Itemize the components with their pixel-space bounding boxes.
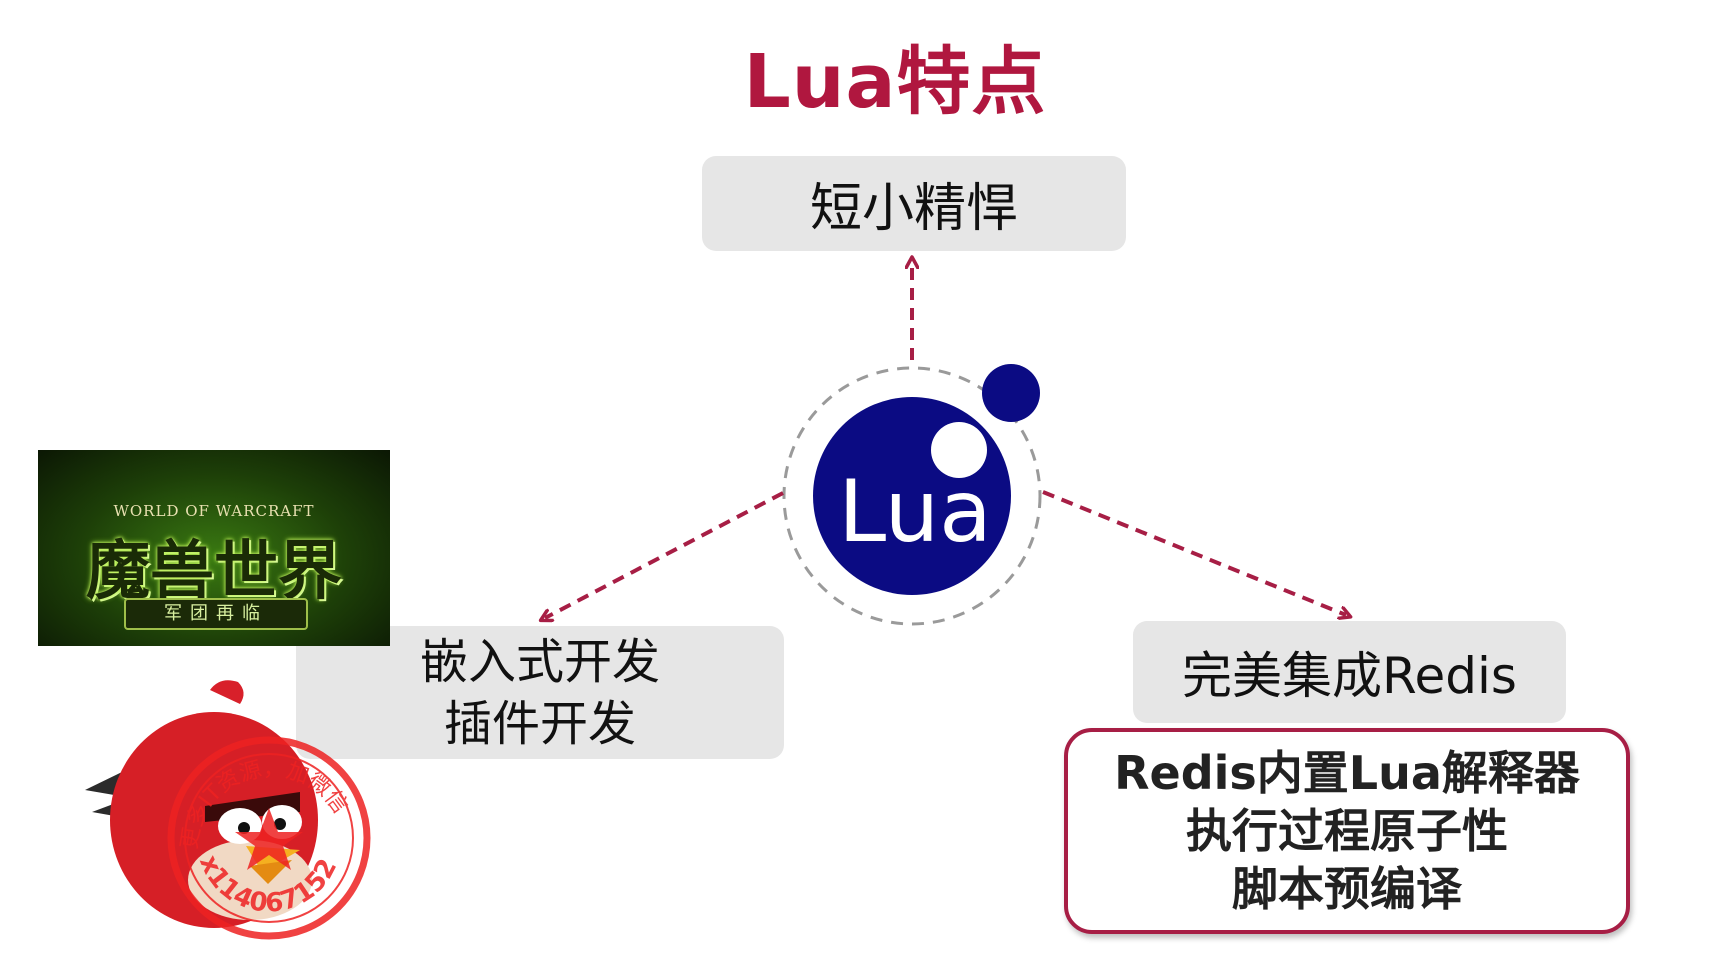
redis-detail-1: Redis内置Lua解释器: [1114, 746, 1580, 800]
redis-detail-3: 脚本预编译: [1232, 862, 1462, 916]
wow-subtitle: 军团再临: [124, 598, 308, 630]
arrow-to-redis: [1042, 490, 1346, 615]
feature-embedded-line-1: 嵌入式开发: [419, 633, 660, 690]
feature-embedded-box: 嵌入式开发 插件开发: [296, 626, 784, 759]
feature-compact-box: 短小精悍: [702, 156, 1126, 251]
stamp-seal: 更多IT资源，加微信 x114067152: [167, 736, 371, 940]
lua-logo-icon: Lua: [813, 364, 1040, 595]
redis-detail-2: 执行过程原子性: [1186, 804, 1508, 858]
feature-embedded-line-2: 插件开发: [443, 695, 636, 752]
wow-chinese-title: 魔兽世界: [86, 534, 342, 609]
feature-redis-label: 完美集成Redis: [1182, 647, 1517, 705]
arrow-to-embedded: [545, 491, 784, 618]
world-of-warcraft-logo: WORLD OF WARCRAFT 魔兽世界 军团再临: [38, 450, 390, 646]
angry-bird-icon: [85, 680, 318, 928]
redis-details-box: Redis内置Lua解释器 执行过程原子性 脚本预编译: [1064, 728, 1630, 934]
lua-logo-text: Lua: [838, 462, 992, 562]
feature-redis-box: 完美集成Redis: [1133, 621, 1566, 723]
feature-compact-label: 短小精悍: [809, 179, 1018, 239]
wow-english-title: WORLD OF WARCRAFT: [113, 502, 315, 520]
logo-dashed-ring: [782, 366, 1042, 626]
page-title: Lua特点: [743, 39, 1047, 125]
